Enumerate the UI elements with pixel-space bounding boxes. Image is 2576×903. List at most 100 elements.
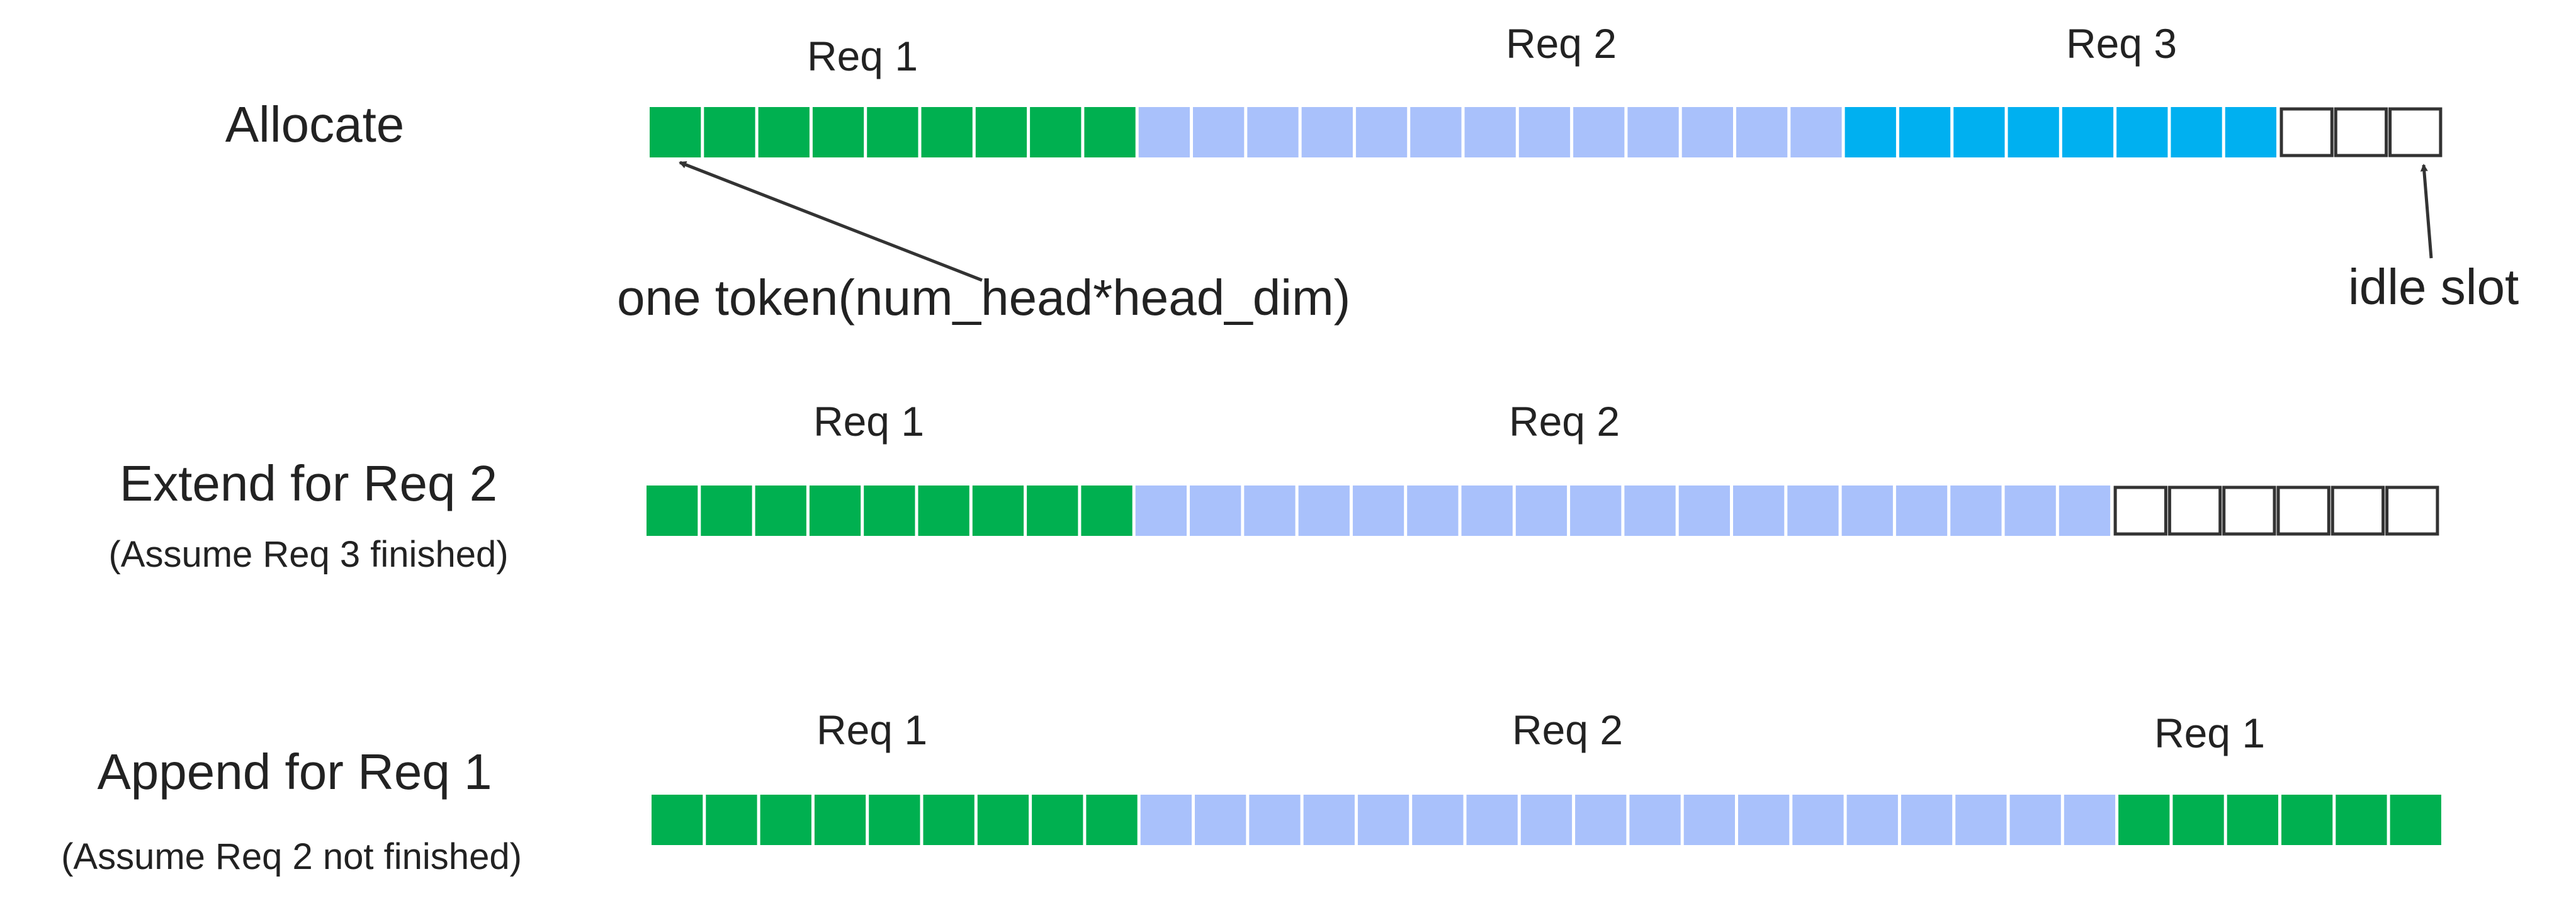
token-annotation: one token(num_head*head_dim)	[617, 161, 1350, 326]
row-append: Append for Req 1 (Assume Req 2 not finis…	[61, 707, 2441, 877]
token-cell-req2	[1518, 107, 1571, 157]
token-cell-req3	[2116, 107, 2168, 157]
token-cell-req2	[1841, 486, 1893, 536]
token-cell-req1	[650, 107, 701, 157]
token-cell-req2	[1570, 486, 1622, 536]
row-extend-label-req2: Req 2	[1509, 398, 1620, 445]
row-title-append: Append for Req 1	[97, 744, 492, 800]
row-note-append: (Assume Req 2 not finished)	[61, 836, 522, 877]
token-cell-idle	[2330, 486, 2385, 536]
token-cell-req3	[2062, 107, 2114, 157]
token-cell-req2	[1301, 107, 1353, 157]
row-append-label-req1-appended: Req 1	[2154, 710, 2265, 756]
token-cell-req1	[814, 795, 866, 845]
row-note-extend: (Assume Req 3 finished)	[108, 534, 508, 575]
token-cell-req2	[1412, 795, 1464, 845]
token-cell-req1	[1032, 795, 1083, 845]
token-cell-req1	[2390, 795, 2441, 845]
idle-slot-annotation: idle slot	[2348, 164, 2519, 315]
row-allocate-cells	[650, 107, 2443, 157]
token-cell-req2	[2064, 795, 2116, 845]
token-cell-req1	[809, 486, 861, 536]
token-cell-req2	[1466, 795, 1518, 845]
token-cell-req1	[2172, 795, 2224, 845]
token-cell-req2	[1683, 795, 1735, 845]
token-cell-req2	[1138, 107, 1190, 157]
token-cell-req2	[1733, 486, 1785, 536]
token-cell-req2	[1955, 795, 2007, 845]
token-cell-req1	[1081, 486, 1133, 536]
token-cell-req2	[1407, 486, 1459, 536]
token-cell-req1	[1086, 795, 1138, 845]
token-cell-req1	[2336, 795, 2387, 845]
row-allocate: Allocate Req 1 Req 2 Req 3	[225, 20, 2443, 157]
token-cell-idle	[2276, 486, 2330, 536]
token-cell-req2	[1195, 795, 1246, 845]
token-cell-req1	[652, 795, 703, 845]
row-extend: Extend for Req 2 (Assume Req 3 finished)…	[108, 398, 2439, 575]
token-cell-req2	[1624, 486, 1676, 536]
token-cell-req2	[1787, 486, 1839, 536]
row-title-extend: Extend for Req 2	[120, 455, 497, 511]
token-cell-idle	[2167, 486, 2222, 536]
token-cell-req2	[2004, 486, 2056, 536]
token-cell-idle	[2279, 107, 2334, 157]
token-cell-req1	[2281, 795, 2333, 845]
token-cell-req2	[1247, 107, 1299, 157]
token-cell-req2	[1249, 795, 1301, 845]
row-allocate-label-req1: Req 1	[807, 33, 918, 79]
row-allocate-label-req3: Req 3	[2066, 20, 2177, 67]
token-annotation-label: one token(num_head*head_dim)	[617, 270, 1350, 326]
token-cell-req1	[975, 107, 1027, 157]
token-cell-req1	[2227, 795, 2278, 845]
token-cell-req2	[1190, 486, 1241, 536]
token-cell-req2	[1790, 107, 1842, 157]
token-cell-req1	[918, 486, 969, 536]
token-cell-req2	[1520, 795, 1573, 845]
token-cell-req2	[1298, 486, 1350, 536]
token-cell-req2	[1950, 486, 2002, 536]
row-append-cells	[652, 795, 2441, 845]
token-cell-req2	[1193, 107, 1245, 157]
token-cell-req3	[1953, 107, 2005, 157]
token-cell-req2	[1678, 486, 1730, 536]
token-cell-req1	[812, 107, 864, 157]
token-cell-req1	[647, 486, 698, 536]
token-cell-req1	[867, 107, 918, 157]
token-cell-req2	[1573, 107, 1625, 157]
token-cell-req2	[2009, 795, 2061, 845]
row-extend-label-req1: Req 1	[813, 398, 924, 445]
token-cell-req2	[1410, 107, 1462, 157]
token-cell-req1	[755, 486, 806, 536]
token-cell-req2	[1515, 486, 1568, 536]
token-cell-req3	[2008, 107, 2059, 157]
token-cell-req1	[921, 107, 973, 157]
token-cell-req2	[1629, 795, 1681, 845]
token-cell-req2	[1355, 107, 1408, 157]
token-cell-idle	[2385, 486, 2439, 536]
token-cell-req3	[2171, 107, 2222, 157]
token-cell-req1	[1027, 486, 1078, 536]
token-arrow	[679, 161, 983, 282]
token-cell-idle	[2334, 107, 2388, 157]
idle-slot-arrow	[2420, 164, 2433, 259]
token-cell-req1	[706, 795, 757, 845]
token-cell-req2	[1575, 795, 1627, 845]
token-cell-req1	[972, 486, 1024, 536]
token-cell-req1	[758, 107, 810, 157]
token-cell-req2	[1627, 107, 1679, 157]
token-cell-req2	[1736, 107, 1788, 157]
token-cell-idle	[2388, 107, 2443, 157]
token-cell-req2	[1464, 107, 1516, 157]
token-cell-req1	[977, 795, 1029, 845]
idle-slot-label: idle slot	[2348, 259, 2519, 315]
token-cell-req2	[1681, 107, 1733, 157]
token-cell-req1	[869, 795, 920, 845]
token-cell-req2	[1846, 795, 1898, 845]
token-cell-req2	[1140, 795, 1192, 845]
token-cell-req1	[2118, 795, 2170, 845]
token-cell-req2	[1738, 795, 1790, 845]
token-cell-req1	[704, 107, 755, 157]
token-cell-req1	[701, 486, 752, 536]
